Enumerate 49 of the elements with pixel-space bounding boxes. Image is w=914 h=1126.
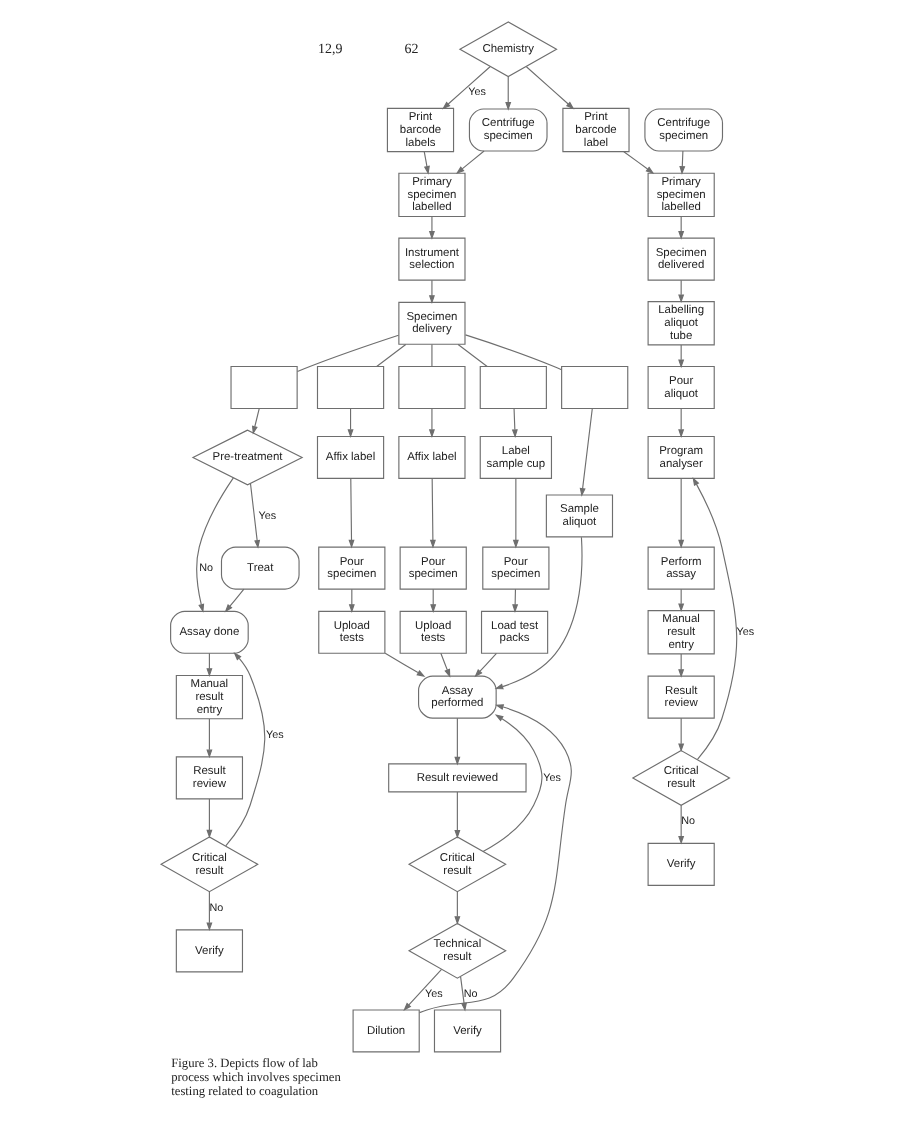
arrow: [511, 478, 518, 549]
arrow: [418, 704, 571, 1014]
connector: [456, 343, 487, 367]
arrow: [493, 536, 582, 690]
arrow: [622, 151, 654, 174]
arrow: [677, 408, 684, 438]
arrow: [453, 717, 460, 766]
arrow: [439, 652, 450, 678]
arrow: [473, 652, 497, 678]
connector: [375, 343, 406, 367]
arrow: [481, 714, 542, 853]
connector: [463, 334, 562, 371]
arrow: [504, 76, 511, 111]
arrow: [402, 968, 442, 1012]
arrow: [677, 804, 684, 845]
arrow: [428, 478, 435, 549]
arrow: [578, 408, 592, 497]
arrow: [459, 976, 466, 1012]
connector: [295, 334, 399, 373]
arrow: [677, 478, 684, 549]
arrow: [224, 652, 265, 847]
arrow: [383, 652, 425, 677]
node-box: [478, 365, 546, 410]
arrow: [427, 279, 434, 304]
arrow: [422, 151, 429, 175]
arrow: [427, 408, 434, 438]
arrow: [524, 66, 574, 110]
arrow: [510, 408, 517, 438]
arrow: [441, 66, 490, 110]
arrow: [346, 408, 353, 438]
node-box: [397, 365, 465, 410]
arrow: [427, 216, 434, 240]
arrow: [677, 717, 684, 753]
arrow: [347, 478, 354, 549]
connector: [430, 343, 432, 367]
arrow: [691, 477, 737, 760]
arrow: [205, 798, 212, 839]
arrow: [195, 477, 233, 613]
arrow: [453, 791, 460, 839]
arrow: [453, 891, 460, 925]
arrow: [205, 718, 212, 759]
arrow: [250, 408, 259, 435]
node-box: [560, 365, 628, 410]
arrow: [454, 150, 484, 175]
arrow: [205, 891, 212, 932]
arrow: [248, 483, 260, 549]
node-box: [315, 365, 384, 410]
node-box: [229, 365, 297, 410]
arrow: [223, 588, 244, 613]
